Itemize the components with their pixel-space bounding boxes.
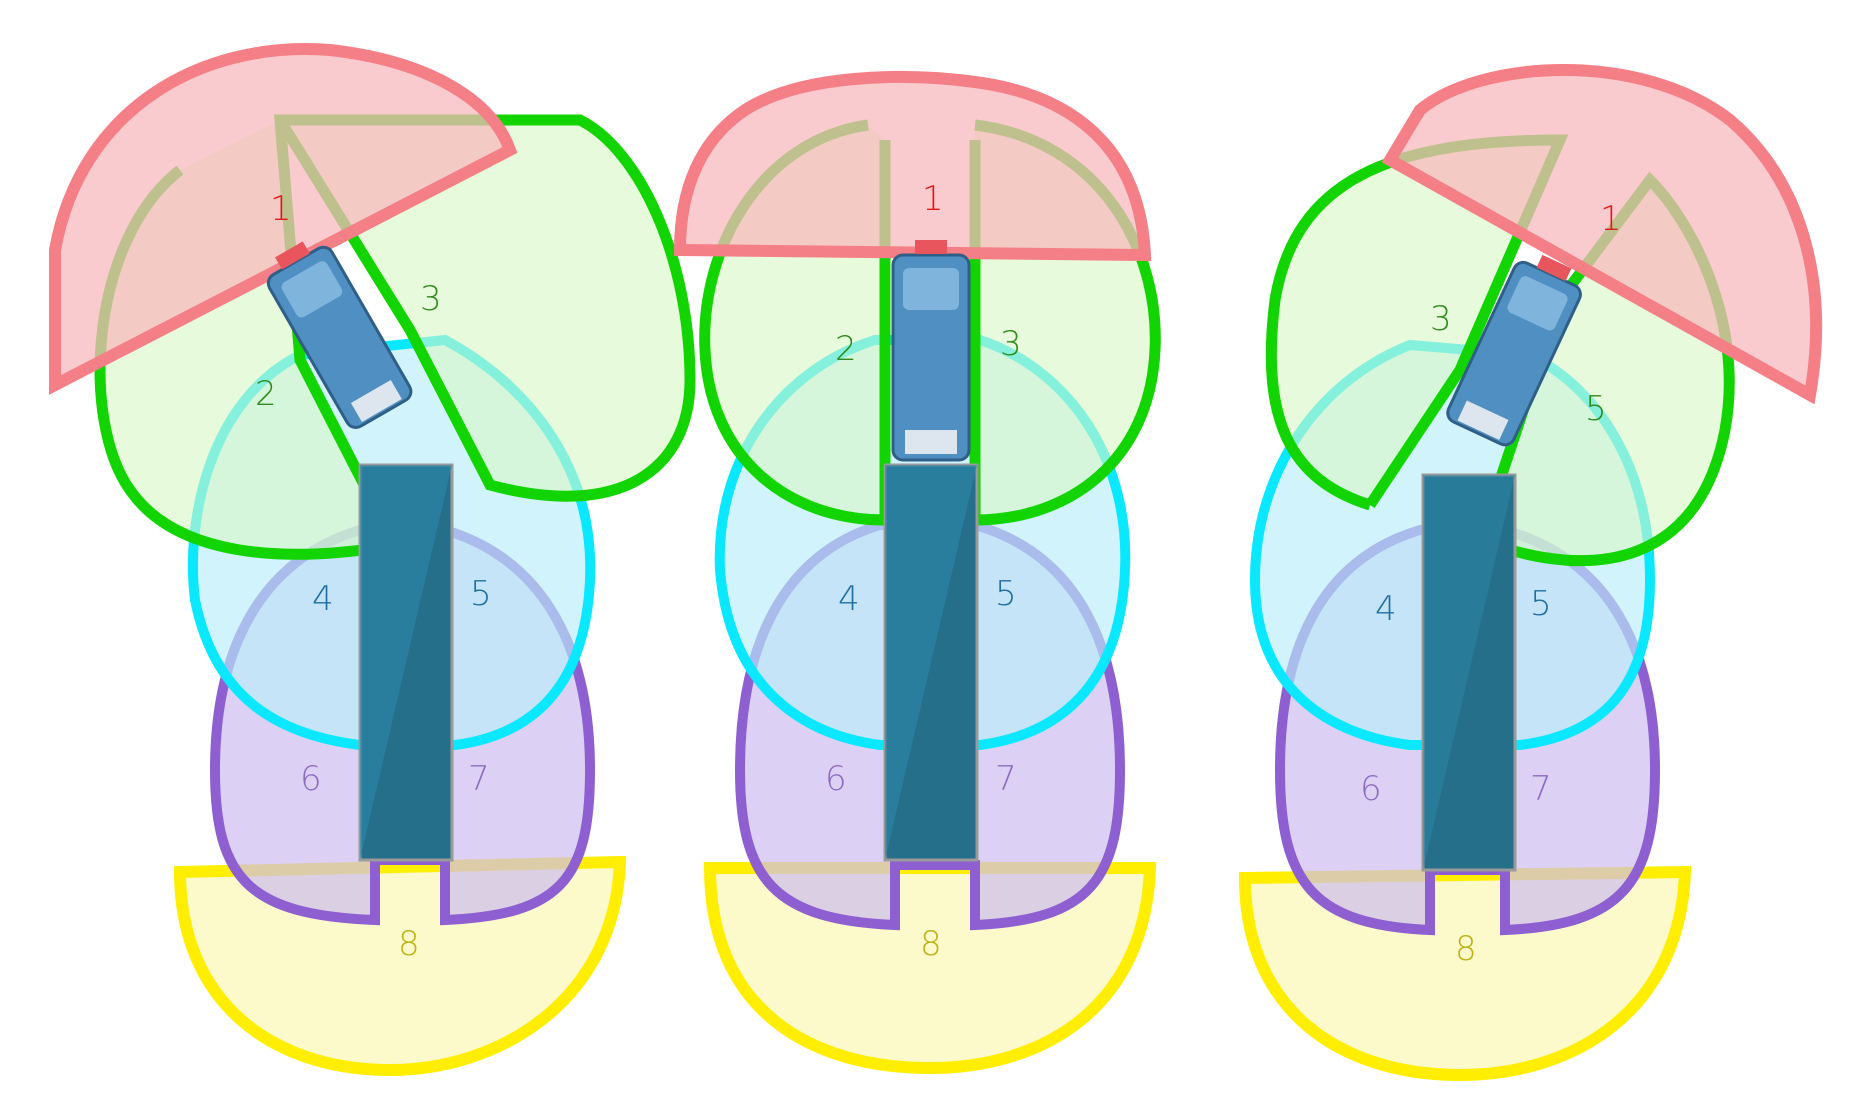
rear-camera-zone [1245,872,1685,1075]
zone-label-7: 7 [1530,769,1552,809]
zone-label-6: 6 [300,759,322,799]
panel-right-turn: 1 3 5 4 5 6 7 8 [1245,70,1816,1075]
tractor-cab [893,240,969,460]
zone-label-1: 1 [1600,199,1622,239]
zone-label-8: 8 [398,924,420,964]
panel-straight: 1 2 3 4 5 6 7 8 [680,77,1155,1068]
zone-label-6: 6 [1360,769,1382,809]
zone-label-3: 3 [1430,299,1452,339]
zone-label-5: 5 [1530,584,1552,624]
zone-label-1: 1 [922,179,944,219]
front-camera-zone [680,77,1145,255]
zone-label-5-front: 5 [1585,389,1607,429]
zone-label-8: 8 [920,924,942,964]
zone-label-6: 6 [825,759,847,799]
zone-label-8: 8 [1455,929,1477,969]
panel-left-turn: 1 2 3 4 5 6 7 8 [55,49,690,1070]
zone-label-3: 3 [420,279,442,319]
zone-label-7: 7 [468,759,490,799]
zone-label-4: 4 [312,579,334,619]
zone-label-5: 5 [995,574,1017,614]
zone-label-1: 1 [270,189,292,229]
zone-label-2: 2 [255,374,277,414]
zone-label-4: 4 [838,579,860,619]
zone-label-5: 5 [470,574,492,614]
zone-label-3: 3 [1000,324,1022,364]
zone-label-4: 4 [1375,589,1397,629]
zone-label-2: 2 [835,329,857,369]
zone-label-7: 7 [995,759,1017,799]
